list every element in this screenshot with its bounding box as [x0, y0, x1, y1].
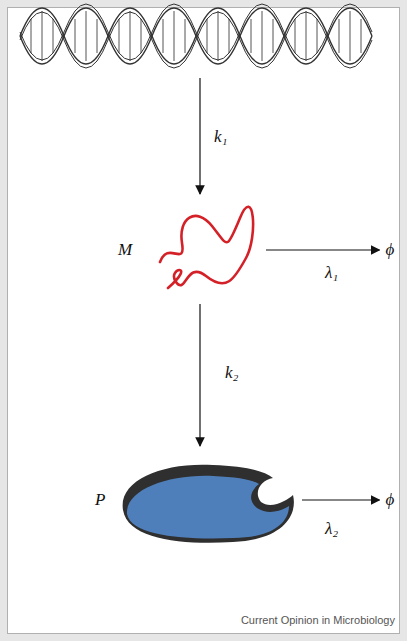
rate-label: λ₁	[325, 264, 338, 283]
rate-label: k₁	[214, 128, 227, 147]
protein-node: P	[88, 450, 298, 550]
mrna-strand	[160, 207, 253, 288]
transcription-arrow	[199, 78, 200, 194]
dna-helix	[20, 4, 372, 68]
journal-watermark: Current Opinion in Microbiology	[241, 614, 395, 626]
reaction-arrow	[302, 499, 380, 500]
degradation-sink: ϕ	[384, 489, 397, 512]
node-text: ϕ	[386, 241, 395, 260]
protein-blob	[123, 465, 294, 543]
degradation-sink: ϕ	[384, 239, 397, 262]
node-text: ϕ	[386, 491, 395, 510]
rate-label: k₂	[225, 364, 238, 383]
reaction-arrow	[199, 304, 200, 446]
node-text: M	[118, 241, 132, 260]
rate-label: λ₂	[325, 520, 338, 539]
mrna-node: M	[112, 200, 262, 300]
node-text: P	[95, 491, 105, 510]
reaction-arrow	[266, 249, 380, 250]
